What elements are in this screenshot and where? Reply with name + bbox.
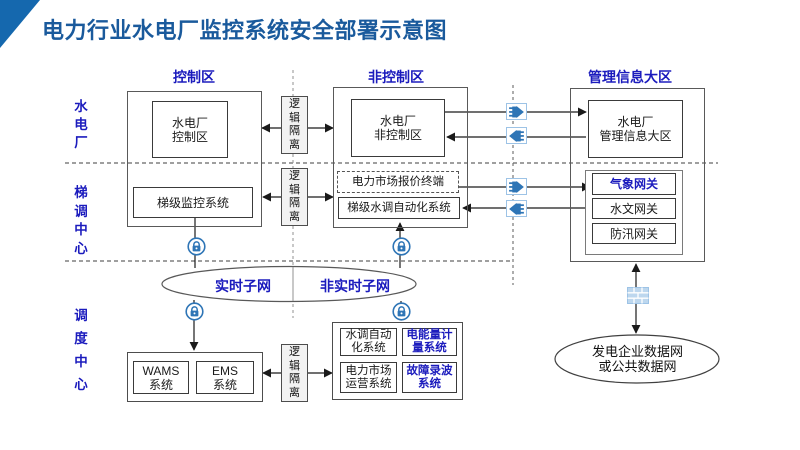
node-water-auto-system: 水调自动 化系统 <box>340 328 397 356</box>
node-flood-gateway: 防汛网关 <box>592 223 676 244</box>
node-cascade-monitor-system: 梯级监控系统 <box>133 187 253 218</box>
forward-isolation-icon <box>506 178 527 195</box>
node-wams-system: WAMS 系统 <box>133 361 189 394</box>
reverse-isolation-icon <box>506 127 527 144</box>
row-label-cascade-center: 梯调中心 <box>74 185 88 256</box>
lock-icon <box>392 302 411 326</box>
logical-isolation-box-bottom: 逻辑隔离 <box>281 344 308 402</box>
node-cascade-water-auto-system: 梯级水调自动化系统 <box>338 197 460 219</box>
node-energy-metering-system: 电能量计 量系统 <box>402 328 457 356</box>
node-ems-system: EMS 系统 <box>196 361 254 394</box>
non-realtime-subnet-label: 非实时子网 <box>320 278 390 294</box>
lock-icon <box>392 237 411 261</box>
zone-header-control: 控制区 <box>173 69 215 85</box>
datanet-ellipse <box>554 334 720 384</box>
page-title: 电力行业水电厂监控系统安全部署示意图 <box>42 18 448 43</box>
forward-isolation-icon <box>506 103 527 120</box>
lock-icon <box>185 302 204 326</box>
firewall-icon <box>627 287 649 309</box>
node-hydrology-gateway: 水文网关 <box>592 198 676 219</box>
logical-isolation-box-mid: 逻辑隔离 <box>281 168 308 226</box>
subnet-ellipse <box>161 265 417 303</box>
lock-icon <box>187 237 206 261</box>
gen-datanet-label: 发电企业数据网 或公共数据网 <box>591 344 683 374</box>
zone-header-mgmt: 管理信息大区 <box>588 69 672 85</box>
node-fault-recorder-system: 故障录波 系统 <box>402 362 457 393</box>
row-label-plant: 水电厂 <box>74 99 88 150</box>
zone-header-noncontrol: 非控制区 <box>368 69 424 85</box>
row-label-dispatch-center: 调度中心 <box>74 308 88 392</box>
control-zone-box <box>127 91 262 227</box>
mgmt-zone-box <box>570 88 705 262</box>
realtime-subnet-label: 实时子网 <box>215 278 271 294</box>
node-plant-mgmt-area: 水电厂 管理信息大区 <box>588 100 683 158</box>
node-market-quote-terminal: 电力市场报价终端 <box>337 171 459 193</box>
logical-isolation-box-top: 逻辑隔离 <box>281 96 308 154</box>
reverse-isolation-icon <box>506 200 527 217</box>
node-weather-gateway: 气象网关 <box>592 173 676 195</box>
node-market-operation-system: 电力市场 运营系统 <box>340 362 397 393</box>
node-plant-noncontrol-area: 水电厂 非控制区 <box>351 99 445 157</box>
node-plant-control-area: 水电厂 控制区 <box>152 101 228 158</box>
